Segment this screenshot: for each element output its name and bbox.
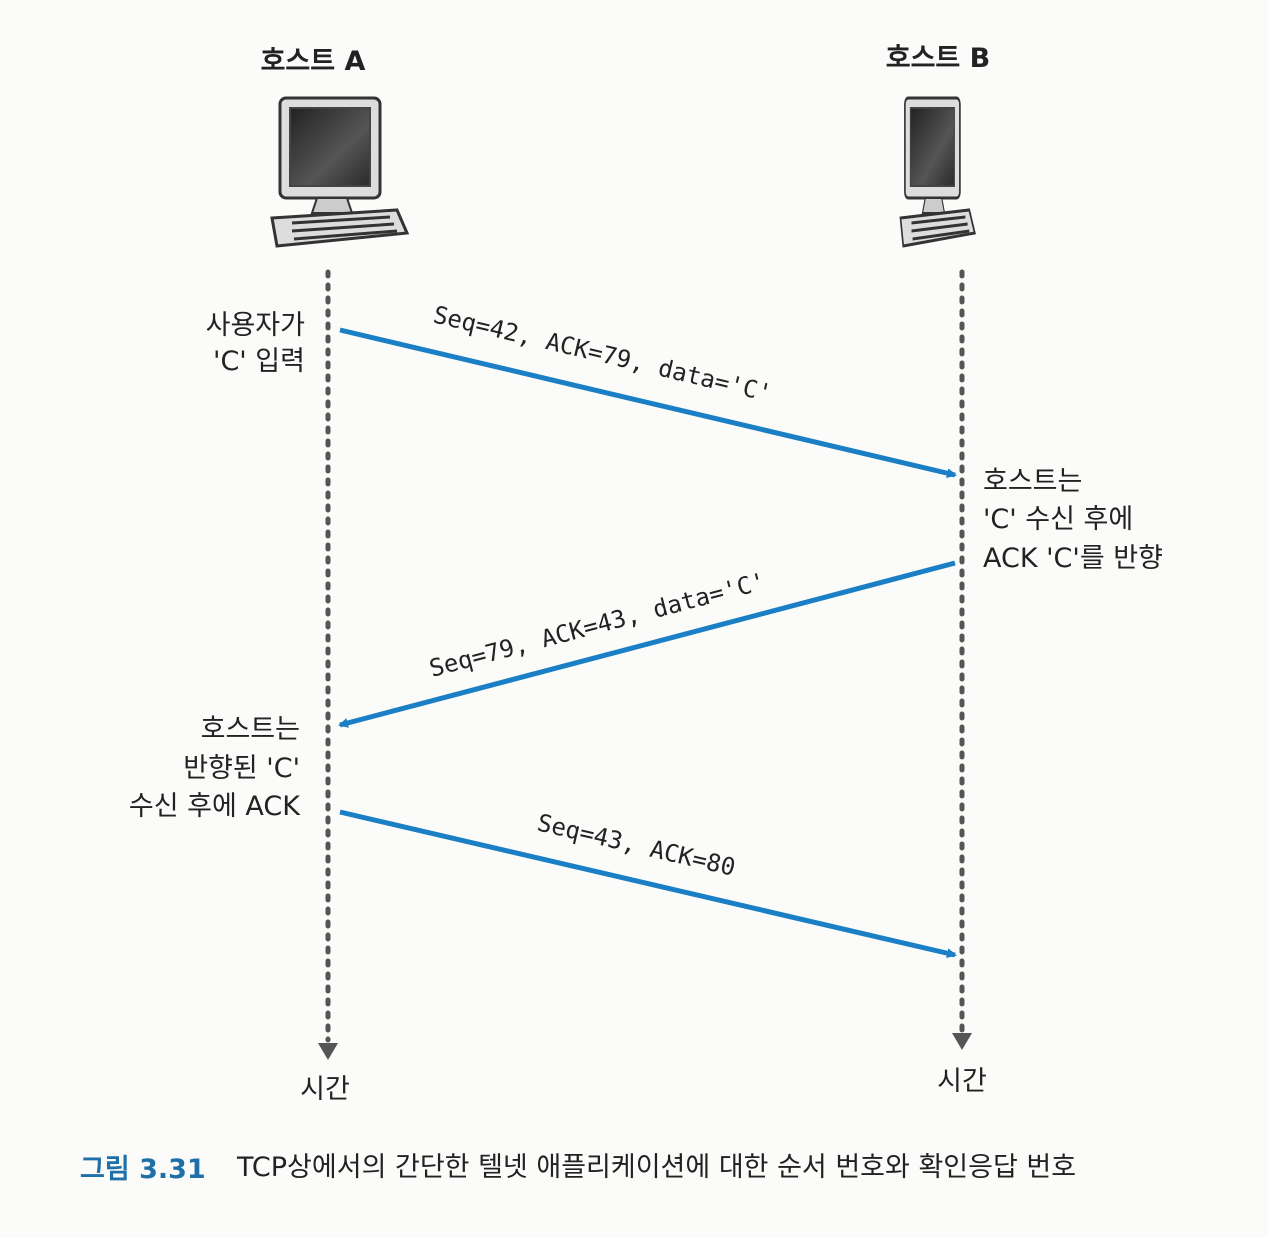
note-line: ACK 'C'를 반향	[983, 543, 1163, 574]
host-b-label: 호스트 B	[886, 43, 991, 74]
note-host-a-input: 사용자가 'C' 입력	[206, 310, 305, 377]
figure-number: 그림 3.31	[80, 1154, 206, 1185]
time-label-b: 시간	[937, 1066, 987, 1097]
note-line: 반향된 'C'	[183, 753, 300, 784]
note-line: 'C' 수신 후에	[983, 504, 1133, 535]
computer-icon	[270, 96, 409, 248]
time-label-a: 시간	[300, 1074, 350, 1105]
segment-arrow-1	[339, 327, 957, 479]
note-line: 'C' 입력	[213, 346, 305, 377]
segment-arrow-2	[338, 560, 956, 728]
figure-caption: TCP상에서의 간단한 텔넷 애플리케이션에 대한 순서 번호와 확인응답 번호	[236, 1152, 1076, 1183]
segment-label-3: Seq=43, ACK=80	[535, 809, 738, 882]
segment-arrow-3	[339, 809, 957, 959]
note-host-b-echo: 호스트는 'C' 수신 후에 ACK 'C'를 반향	[983, 466, 1163, 574]
computer-icon	[899, 96, 977, 248]
timeline-arrow-icon	[952, 1033, 972, 1050]
note-line: 수신 후에 ACK	[129, 791, 301, 822]
note-line: 호스트는	[983, 466, 1082, 497]
timeline-arrow-icon	[318, 1043, 338, 1060]
note-line: 사용자가	[206, 310, 305, 341]
host-a-label: 호스트 A	[261, 46, 366, 77]
note-line: 호스트는	[201, 714, 300, 745]
note-host-a-ack: 호스트는 반향된 'C' 수신 후에 ACK	[129, 714, 301, 822]
